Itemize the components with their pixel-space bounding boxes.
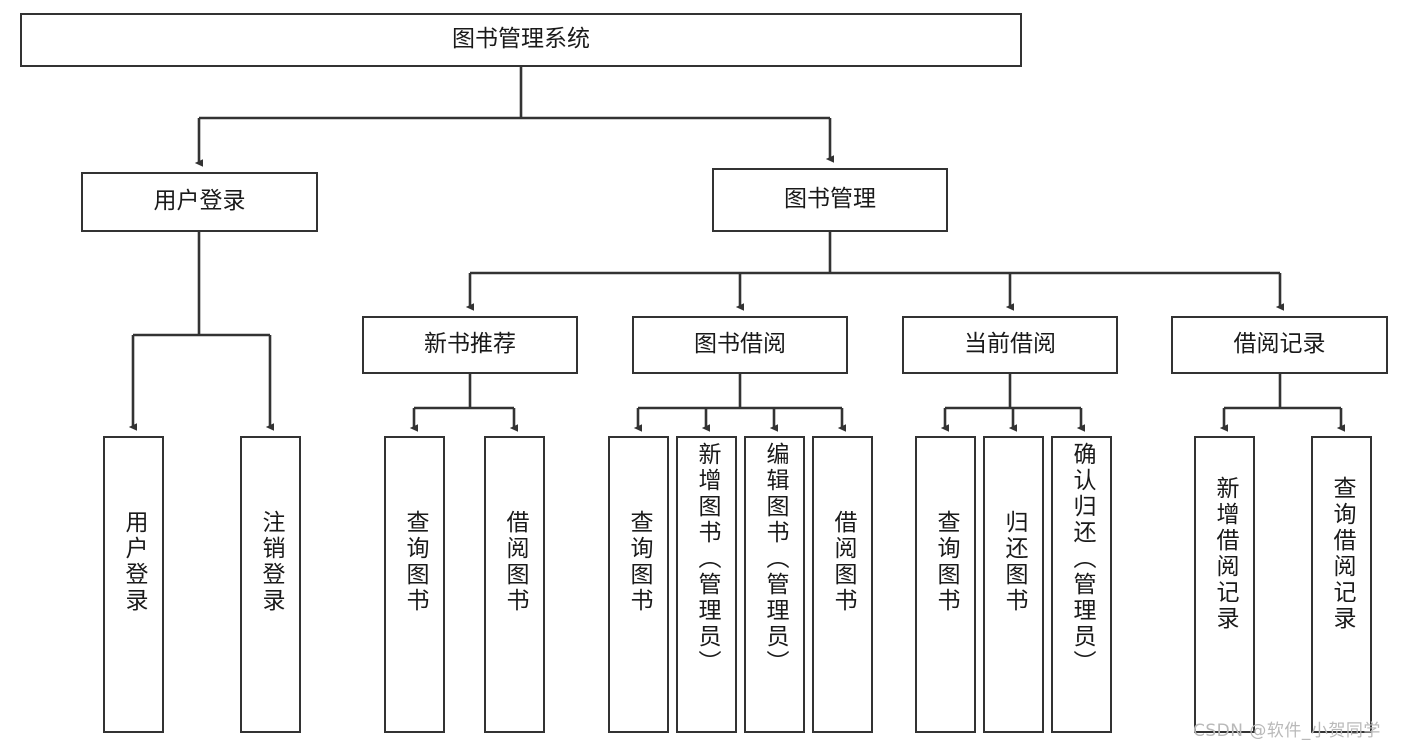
node-leaf-confirm-return-admin[interactable]: 确认归还（管理员） bbox=[1051, 436, 1112, 733]
node-leaf-query-borrow-record[interactable]: 查询借阅记录 bbox=[1311, 436, 1372, 733]
watermark-text: CSDN @软件_小贺同学 bbox=[1193, 721, 1381, 741]
node-root-system[interactable]: 图书管理系统 bbox=[20, 13, 1022, 67]
node-label: 图书借阅 bbox=[694, 331, 786, 358]
node-label: 当前借阅 bbox=[964, 331, 1056, 358]
node-label: 归还图书 bbox=[1001, 510, 1027, 614]
node-leaf-user-login[interactable]: 用户登录 bbox=[103, 436, 164, 733]
node-label: 新增借阅记录 bbox=[1212, 476, 1238, 632]
node-leaf-return-book[interactable]: 归还图书 bbox=[983, 436, 1044, 733]
node-new-book-recommend[interactable]: 新书推荐 bbox=[362, 316, 578, 374]
node-label: 查询图书 bbox=[626, 510, 652, 614]
node-label: 图书管理系统 bbox=[452, 26, 590, 53]
node-label: 查询图书 bbox=[933, 510, 959, 614]
node-label: 新书推荐 bbox=[424, 331, 516, 358]
node-label: 借阅图书 bbox=[502, 510, 528, 614]
node-label: 用户登录 bbox=[153, 188, 246, 215]
node-user-login[interactable]: 用户登录 bbox=[81, 172, 318, 232]
node-leaf-query-book-current[interactable]: 查询图书 bbox=[915, 436, 976, 733]
node-leaf-logout[interactable]: 注销登录 bbox=[240, 436, 301, 733]
node-borrow-record[interactable]: 借阅记录 bbox=[1171, 316, 1388, 374]
node-label: 确认归还（管理员） bbox=[1069, 442, 1095, 676]
node-label: 查询借阅记录 bbox=[1329, 476, 1355, 632]
node-label: 用户登录 bbox=[121, 510, 147, 614]
node-book-manage[interactable]: 图书管理 bbox=[712, 168, 948, 232]
node-label: 图书管理 bbox=[784, 186, 876, 213]
node-leaf-borrow-book-recommend[interactable]: 借阅图书 bbox=[484, 436, 545, 733]
node-leaf-query-book-borrow[interactable]: 查询图书 bbox=[608, 436, 669, 733]
node-label: 编辑图书（管理员） bbox=[762, 442, 788, 676]
node-leaf-query-book-recommend[interactable]: 查询图书 bbox=[384, 436, 445, 733]
node-label: 查询图书 bbox=[402, 510, 428, 614]
node-leaf-borrow-book-borrow[interactable]: 借阅图书 bbox=[812, 436, 873, 733]
node-leaf-edit-book-admin[interactable]: 编辑图书（管理员） bbox=[744, 436, 805, 733]
node-book-borrow[interactable]: 图书借阅 bbox=[632, 316, 848, 374]
node-label: 注销登录 bbox=[258, 510, 284, 614]
node-label: 新增图书（管理员） bbox=[694, 442, 720, 676]
node-label: 借阅图书 bbox=[830, 510, 856, 614]
node-current-borrow[interactable]: 当前借阅 bbox=[902, 316, 1118, 374]
node-leaf-add-book-admin[interactable]: 新增图书（管理员） bbox=[676, 436, 737, 733]
node-leaf-add-borrow-record[interactable]: 新增借阅记录 bbox=[1194, 436, 1255, 733]
node-label: 借阅记录 bbox=[1233, 331, 1326, 358]
